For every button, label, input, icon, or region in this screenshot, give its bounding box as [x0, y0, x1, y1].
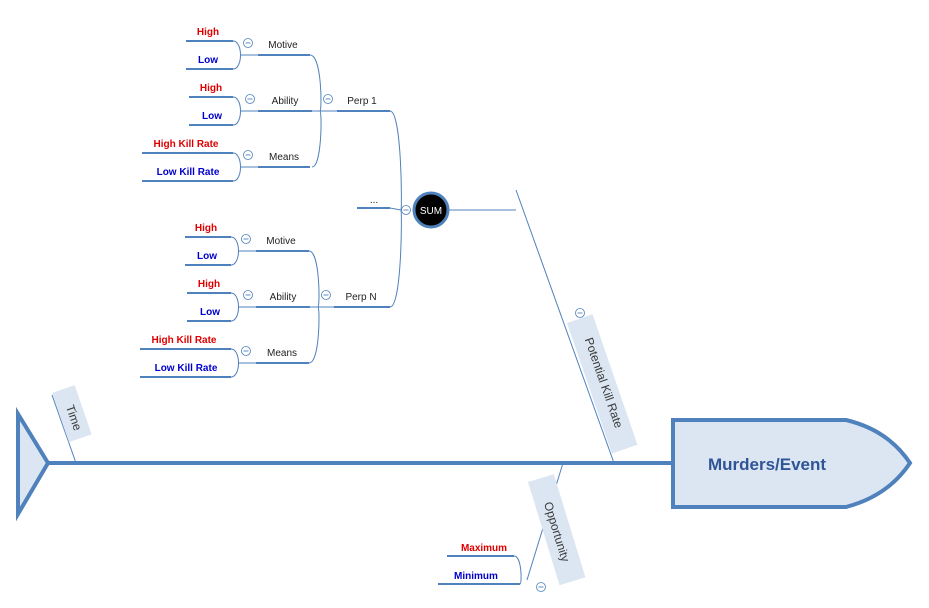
level-low: Low [200, 307, 220, 318]
effect-label: Murders/Event [708, 455, 826, 474]
bone-potential-kill-rate[interactable]: Potential Kill Rate [515, 189, 638, 464]
collapse-icon[interactable] [243, 38, 253, 48]
level-low: Low [202, 111, 222, 122]
factor-label: Ability [272, 96, 299, 107]
collapse-icon[interactable] [575, 308, 585, 318]
perp-1-motive[interactable]: Motive High Low [186, 27, 310, 70]
bone-time[interactable]: Time [51, 385, 92, 464]
factor-label: Means [267, 348, 297, 359]
factor-label: Means [269, 152, 299, 163]
level-low: Low Kill Rate [155, 363, 218, 374]
level-high: High [197, 27, 219, 38]
collapse-icon[interactable] [536, 582, 546, 592]
level-low: Low [197, 251, 217, 262]
perp-n-means[interactable]: Means High Kill Rate Low Kill Rate [140, 335, 309, 378]
sum-node[interactable]: SUM ... [357, 110, 516, 308]
perp-1[interactable]: Perp 1 Motive High Low Ability [142, 27, 390, 182]
perp-n-ability[interactable]: Ability High Low [187, 279, 310, 322]
fish-tail [16, 406, 51, 522]
perp-n-label: Perp N [345, 292, 376, 303]
level-high: High Kill Rate [151, 335, 216, 346]
factor-label: Motive [268, 40, 298, 51]
fish-head[interactable] [671, 418, 913, 509]
perp-1-means[interactable]: Means High Kill Rate Low Kill Rate [142, 139, 310, 182]
collapse-icon[interactable] [243, 150, 253, 160]
opportunity-maximum: Maximum [461, 543, 507, 554]
collapse-icon[interactable] [245, 94, 255, 104]
collapse-icon[interactable] [243, 290, 253, 300]
sum-label: SUM [420, 206, 442, 217]
bone-opportunity[interactable]: Opportunity Maximum Minimum [438, 462, 586, 592]
collapse-icon[interactable] [401, 205, 411, 215]
collapse-icon[interactable] [323, 94, 333, 104]
opportunity-minimum: Minimum [454, 571, 498, 582]
sum-ellipsis: ... [370, 195, 378, 206]
collapse-icon[interactable] [241, 346, 251, 356]
level-high: High [198, 279, 220, 290]
level-high: High Kill Rate [153, 139, 218, 150]
level-high: High [200, 83, 222, 94]
perp-1-ability[interactable]: Ability High Low [189, 83, 312, 126]
level-low: Low [198, 55, 218, 66]
perp-1-label: Perp 1 [347, 96, 377, 107]
fishbone-skeleton: Murders/Event [16, 406, 913, 522]
factor-label: Motive [266, 236, 296, 247]
level-low: Low Kill Rate [157, 167, 220, 178]
level-high: High [195, 223, 217, 234]
collapse-icon[interactable] [241, 234, 251, 244]
perp-n-motive[interactable]: Motive High Low [185, 223, 309, 266]
factor-label: Ability [270, 292, 297, 303]
perp-n[interactable]: Perp N Motive High Low Ability [140, 223, 390, 378]
collapse-icon[interactable] [321, 290, 331, 300]
